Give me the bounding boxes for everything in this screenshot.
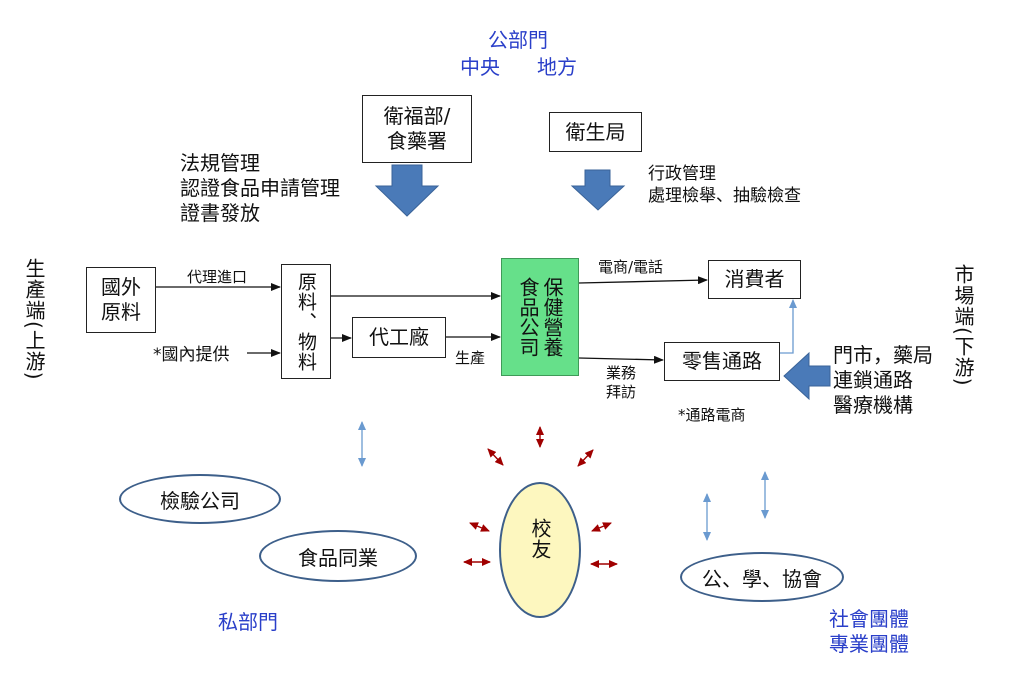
alumni-ray-mid-left [469, 522, 490, 532]
alumni-ray-top-right [577, 449, 594, 467]
sales-visit-label: 業務 拜訪 [606, 364, 636, 402]
local-down-arrow [570, 169, 626, 211]
duty-regulation: 法規管理 [180, 151, 260, 175]
inspection-company-ellipse: 檢驗公司 [119, 474, 281, 524]
central-duties: 法規管理 認證食品申請管理 證書發放 [180, 151, 340, 226]
local-label: 地方 [537, 55, 577, 79]
central-label: 中央 [460, 55, 500, 79]
company-to-consumer-arrow [578, 276, 708, 285]
duty-inspection: 處理檢舉、抽驗檢查 [648, 186, 801, 206]
downstream-label: 市場端(下游) [951, 264, 975, 387]
company-line-2: 食品公司 [516, 277, 540, 357]
public-sector-title: 公部門 [488, 28, 548, 52]
private-sector-label: 私部門 [218, 610, 278, 634]
retail-to-consumer-arrow [780, 299, 797, 354]
upstream-label: 生產端(上游) [22, 258, 46, 381]
social-groups-line-1: 社會團體 [829, 607, 909, 631]
materials-box: 原料、物料 [281, 264, 331, 379]
channel-ecommerce-label: *通路電商 [678, 406, 746, 424]
foreign-materials-box: 國外 原料 [86, 267, 156, 333]
foreign-materials-line-2: 原料 [101, 300, 141, 324]
alumni-label: 校友 [528, 518, 552, 560]
oem-box: 代工廠 [352, 317, 446, 358]
duty-certificate-issue: 證書發放 [180, 201, 260, 225]
company-to-retail-arrow [578, 355, 664, 364]
ecommerce-label: 電商/電話 [598, 258, 664, 276]
retail-channel-box: 零售通路 [664, 342, 780, 381]
sales-visit-line-2: 拜訪 [606, 383, 637, 401]
retail-type-stores: 門市，藥局 [833, 343, 933, 367]
sales-visit-line-1: 業務 [606, 364, 637, 382]
foreign-materials-line-1: 國外 [101, 275, 141, 299]
import-label: 代理進口 [187, 268, 248, 286]
local-authority-box: 衛生局 [549, 112, 642, 152]
alumni-ray-top-left [487, 448, 504, 466]
retail-type-chains: 連鎖通路 [833, 368, 913, 392]
duty-certification: 認證食品申請管理 [180, 176, 340, 200]
duty-administration: 行政管理 [648, 164, 716, 184]
alumni-ray-mid-right [591, 522, 612, 532]
alumni-ellipse: 校友 [499, 482, 581, 618]
central-authority-box: 衛福部/ 食藥署 [362, 95, 472, 163]
associations-ellipse: 公、學、協會 [680, 552, 844, 602]
company-label: 保健營養 食品公司 [516, 277, 564, 357]
local-duties: 行政管理 處理檢舉、抽驗檢查 [648, 163, 801, 207]
materials-label: 原料、物料 [295, 271, 317, 372]
central-authority-line-1: 衛福部/ [383, 104, 451, 128]
domestic-supply-label: *國內提供 [153, 345, 230, 365]
food-industry-peers-ellipse: 食品同業 [259, 530, 417, 582]
central-down-arrow [374, 164, 440, 217]
social-groups-line-2: 專業團體 [829, 632, 909, 656]
social-groups-label: 社會團體 專業團體 [829, 607, 909, 657]
health-food-company-box: 保健營養 食品公司 [501, 258, 579, 376]
retail-types-left-arrow [783, 351, 831, 401]
production-label: 生產 [455, 349, 486, 367]
central-authority-line-2: 食藥署 [387, 129, 447, 153]
retail-type-medical: 醫療機構 [833, 393, 913, 417]
retail-types: 門市，藥局 連鎖通路 醫療機構 [833, 343, 933, 418]
consumer-box: 消費者 [708, 260, 801, 299]
company-line-1: 保健營養 [540, 277, 564, 357]
